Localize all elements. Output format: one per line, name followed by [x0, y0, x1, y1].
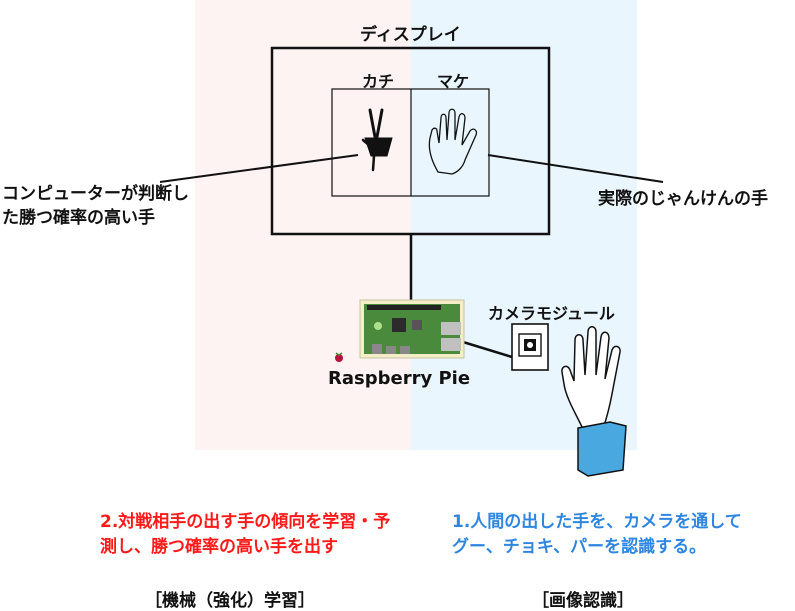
camera-module-icon: [511, 323, 549, 371]
camera-cable: [462, 340, 513, 359]
display-label: ディスプレイ: [360, 25, 461, 45]
raspberry-logo-icon: [335, 352, 343, 362]
image-recognition-description: 1.人間の出した手を、カメラを通してグー、チョキ、パーを認識する。: [452, 512, 742, 557]
actual-hand-pointer: [487, 154, 664, 183]
machine-learning-zone: [195, 0, 411, 450]
human-hand-icon: [561, 326, 627, 477]
raspberry-pi-label: Raspberry Pie: [328, 368, 471, 389]
actual-hand-label: 実際のじゃんけんの手: [598, 189, 768, 209]
lose-label: マケ: [437, 72, 470, 91]
image-recognition-title: ［画像認識］: [532, 591, 634, 611]
win-label: カチ: [362, 72, 395, 91]
computer-hand-label: コンピューターが判断した勝つ確率の高い手: [2, 184, 189, 228]
machine-learning-title: ［機械（強化）学習］: [145, 591, 315, 611]
computer-hand-pointer: [159, 154, 359, 183]
camera-module-label: カメラモジュール: [488, 304, 615, 323]
scissors-hand-icon: [361, 108, 393, 172]
machine-learning-description: 2.対戦相手の出す手の傾向を学習・予測し、勝つ確率の高い手を出す: [100, 512, 391, 557]
raspberry-pi-board-icon: [359, 299, 465, 359]
open-hand-icon: [428, 108, 478, 175]
